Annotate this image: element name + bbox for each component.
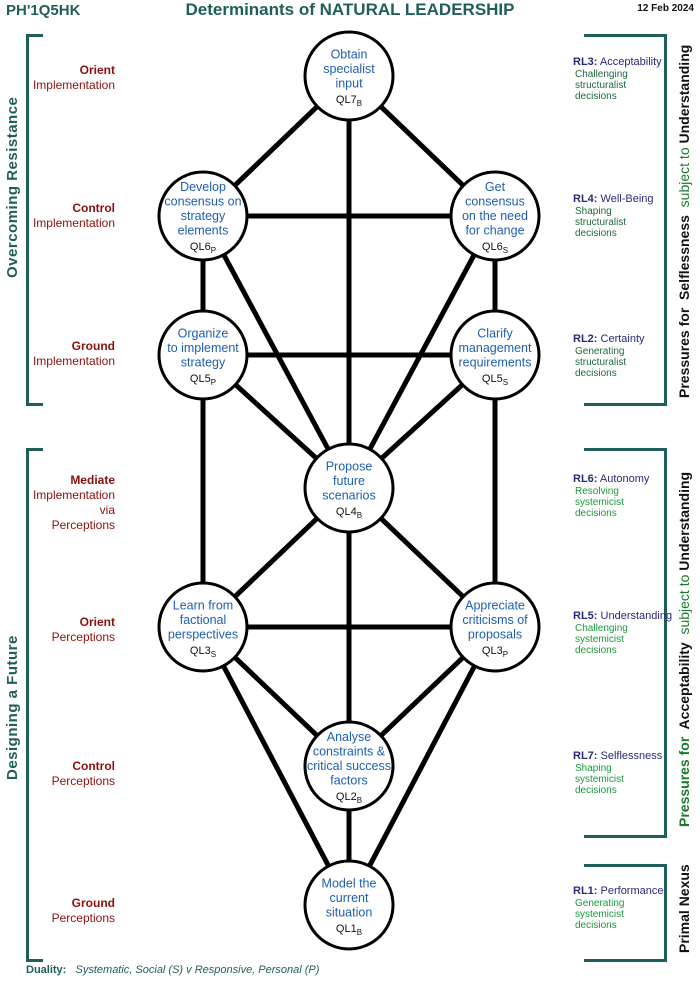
node-circle <box>303 30 395 122</box>
node-label-line: specialist <box>323 62 375 76</box>
node-label-line: current <box>330 891 369 905</box>
date-label: 12 Feb 2024 <box>637 3 694 14</box>
edge-QL6P-QL4B <box>200 214 352 490</box>
node-label-line: consensus <box>465 195 525 209</box>
left-bracket-top <box>26 34 43 406</box>
node-label-line: scenarios <box>322 488 376 502</box>
node-label-line: criticisms of <box>462 613 528 627</box>
node-label-line: Organize <box>178 326 229 340</box>
node-circle <box>449 170 541 262</box>
node-code: QL4B <box>336 506 362 520</box>
node-label-line: requirements <box>459 355 532 369</box>
node-label-line: constraints & <box>313 745 386 759</box>
right-bracket-bottom <box>584 864 667 962</box>
node-code: QL7B <box>336 94 362 108</box>
node-label-line: on the need <box>462 209 528 223</box>
node-circle <box>449 309 541 401</box>
node-code: QL1B <box>336 923 362 937</box>
page-title: Determinants of NATURAL LEADERSHIP <box>185 0 515 19</box>
node-label-line: Develop <box>180 180 226 194</box>
node-circle <box>157 309 249 401</box>
node-label-line: management <box>459 341 532 355</box>
node-label-line: Obtain <box>331 47 368 61</box>
node-circle <box>303 720 395 812</box>
node-code: QL5P <box>190 373 216 387</box>
footer-duality: Duality: Systematic, Social (S) v Respon… <box>26 964 320 976</box>
edge-QL6S-QL4B <box>346 214 498 490</box>
node-label-line: for change <box>465 224 524 238</box>
node-label-line: Get <box>485 180 506 194</box>
node-label-line: Learn from <box>173 598 233 612</box>
node-label-line: situation <box>326 905 373 919</box>
node-code: QL2B <box>336 791 362 805</box>
node-label-line: consensus on <box>164 195 241 209</box>
node-code: QL3P <box>482 645 508 659</box>
node-label-line: future <box>333 474 365 488</box>
node-code: QL5S <box>482 373 508 387</box>
node-label-line: Clarify <box>477 326 513 340</box>
node-circle <box>303 859 395 951</box>
node-circle <box>449 581 541 673</box>
node-label-line: Propose <box>326 459 373 473</box>
right-bracket-top <box>584 34 667 406</box>
node-label-line: proposals <box>468 627 522 641</box>
right-bracket-middle <box>584 448 667 838</box>
node-label-line: factors <box>330 774 368 788</box>
node-label-line: perspectives <box>168 627 238 641</box>
edge-QL3P-QL1B <box>346 625 498 907</box>
node-label-line: to implement <box>167 341 239 355</box>
node-code: QL3S <box>190 645 216 659</box>
node-label-line: elements <box>178 224 229 238</box>
node-code: QL6P <box>190 241 216 255</box>
node-label-line: Appreciate <box>465 598 525 612</box>
node-label-line: Analyse <box>327 730 372 744</box>
node-label-line: Model the <box>322 876 377 890</box>
left-bracket-bottom <box>26 448 43 962</box>
node-code: QL6S <box>482 241 508 255</box>
node-label-line: factional <box>180 613 227 627</box>
edge-QL3S-QL1B <box>200 625 352 907</box>
node-label-line: strategy <box>181 355 226 369</box>
node-circle <box>157 581 249 673</box>
document-id: PH'1Q5HK <box>6 2 81 19</box>
node-label-line: input <box>335 76 363 90</box>
node-circle <box>157 170 249 262</box>
node-label-line: strategy <box>181 209 226 223</box>
node-circle <box>303 442 395 534</box>
node-label-line: critical success <box>307 759 391 773</box>
